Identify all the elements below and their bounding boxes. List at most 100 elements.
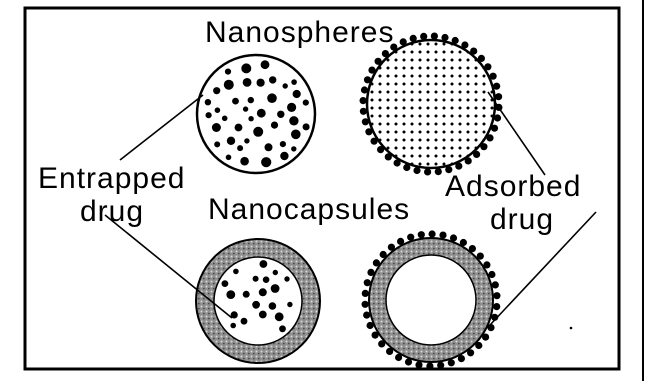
drug-particle bbox=[360, 97, 367, 104]
drug-particle bbox=[303, 123, 310, 130]
drug-particle bbox=[241, 318, 248, 325]
drug-particle bbox=[494, 114, 501, 121]
drug-particle bbox=[271, 284, 280, 293]
label-entrapped: Entrapped bbox=[38, 162, 185, 195]
drug-particle bbox=[259, 311, 267, 319]
drug-particle bbox=[280, 152, 288, 160]
drug-particle bbox=[458, 355, 465, 362]
drug-particle bbox=[415, 361, 422, 368]
drug-particle bbox=[237, 145, 243, 151]
drug-particle bbox=[362, 301, 369, 308]
drug-particle bbox=[397, 238, 404, 245]
drug-particle bbox=[253, 276, 259, 282]
drug-particle bbox=[263, 276, 270, 283]
drug-particle bbox=[377, 146, 384, 153]
drug-particle bbox=[214, 141, 220, 147]
drug-particle bbox=[491, 125, 498, 132]
drug-particle bbox=[478, 55, 485, 62]
drug-particle bbox=[435, 168, 442, 175]
drug-particle bbox=[279, 325, 286, 332]
drug-particle bbox=[363, 312, 370, 319]
drug-particle bbox=[360, 108, 367, 115]
drug-particle bbox=[303, 100, 309, 106]
drug-particle bbox=[222, 280, 229, 287]
drug-particle bbox=[437, 362, 444, 369]
drug-particle bbox=[386, 348, 393, 355]
drug-particle bbox=[293, 90, 301, 98]
drug-particle bbox=[367, 269, 374, 276]
drug-particle bbox=[243, 106, 248, 111]
nanosphere-entrapped-drug bbox=[197, 55, 315, 173]
drug-particle bbox=[241, 63, 251, 73]
drug-particle bbox=[394, 159, 401, 166]
drug-particle bbox=[287, 103, 296, 112]
drug-particle bbox=[227, 137, 235, 145]
drug-particle bbox=[382, 50, 389, 57]
drug-particle bbox=[407, 234, 414, 241]
drug-particle bbox=[482, 334, 489, 341]
nanocapsule-adsorbed-core bbox=[386, 255, 476, 345]
drug-particle bbox=[280, 141, 286, 147]
stray-speck bbox=[570, 327, 573, 330]
drug-particle bbox=[367, 322, 374, 329]
drug-particle bbox=[225, 69, 231, 75]
drug-particle bbox=[289, 116, 298, 125]
drug-particle bbox=[420, 33, 427, 40]
label-nanocapsules: Nanocapsules bbox=[208, 193, 410, 226]
drug-particle bbox=[265, 143, 273, 151]
drug-particle bbox=[253, 127, 263, 137]
drug-particle bbox=[380, 251, 387, 258]
drug-particle bbox=[378, 340, 385, 347]
drug-particle bbox=[291, 146, 296, 151]
drug-particle bbox=[222, 116, 228, 122]
drug-particle bbox=[283, 83, 288, 88]
drug-particle bbox=[405, 358, 412, 365]
drug-particle bbox=[259, 288, 267, 296]
drug-particle bbox=[291, 130, 301, 140]
drug-particle bbox=[426, 362, 433, 369]
drug-particle bbox=[461, 41, 468, 48]
nanocapsule-adsorbed-drug bbox=[362, 230, 501, 369]
drug-particle bbox=[431, 33, 438, 40]
drug-particle bbox=[364, 76, 371, 83]
drug-particle bbox=[395, 354, 402, 361]
drug-particle bbox=[248, 97, 254, 103]
drug-particle bbox=[206, 112, 212, 118]
drug-particle bbox=[371, 138, 378, 145]
drug-particle bbox=[269, 302, 277, 310]
drug-particle bbox=[365, 128, 372, 135]
drug-particle bbox=[287, 302, 292, 307]
drug-particle bbox=[448, 359, 455, 366]
drug-particle bbox=[364, 279, 371, 286]
drug-particle bbox=[490, 73, 497, 80]
drug-particle bbox=[226, 290, 235, 299]
drug-particle bbox=[455, 163, 462, 170]
drug-particle bbox=[410, 35, 417, 42]
drug-particle bbox=[403, 164, 410, 171]
drug-particle bbox=[495, 93, 502, 100]
drug-particle bbox=[267, 93, 277, 103]
drug-particle bbox=[439, 232, 446, 239]
drug-particle bbox=[244, 138, 249, 143]
nanosphere-entrapped-body bbox=[197, 55, 315, 173]
drug-particle bbox=[493, 292, 500, 299]
drug-particle bbox=[492, 281, 499, 288]
drug-particle bbox=[261, 60, 270, 69]
drug-particle bbox=[470, 48, 477, 55]
drug-particle bbox=[243, 291, 250, 298]
label-adsorbed-drug: drug bbox=[490, 203, 554, 236]
drug-particle bbox=[260, 260, 268, 268]
drug-particle bbox=[424, 168, 431, 175]
drug-particle bbox=[232, 98, 239, 105]
drug-particle bbox=[205, 99, 211, 105]
drug-particle bbox=[488, 271, 495, 278]
drug-particle bbox=[460, 239, 467, 246]
nanosphere-adsorbed-body bbox=[367, 40, 495, 168]
drug-particle bbox=[243, 78, 252, 87]
drug-particle bbox=[224, 80, 234, 90]
drug-particle bbox=[452, 37, 459, 44]
drug-particle bbox=[257, 79, 265, 87]
drug-particle bbox=[226, 155, 232, 161]
leader-adsorbed-to-nanosphere bbox=[488, 92, 545, 175]
drug-particle bbox=[291, 79, 297, 85]
